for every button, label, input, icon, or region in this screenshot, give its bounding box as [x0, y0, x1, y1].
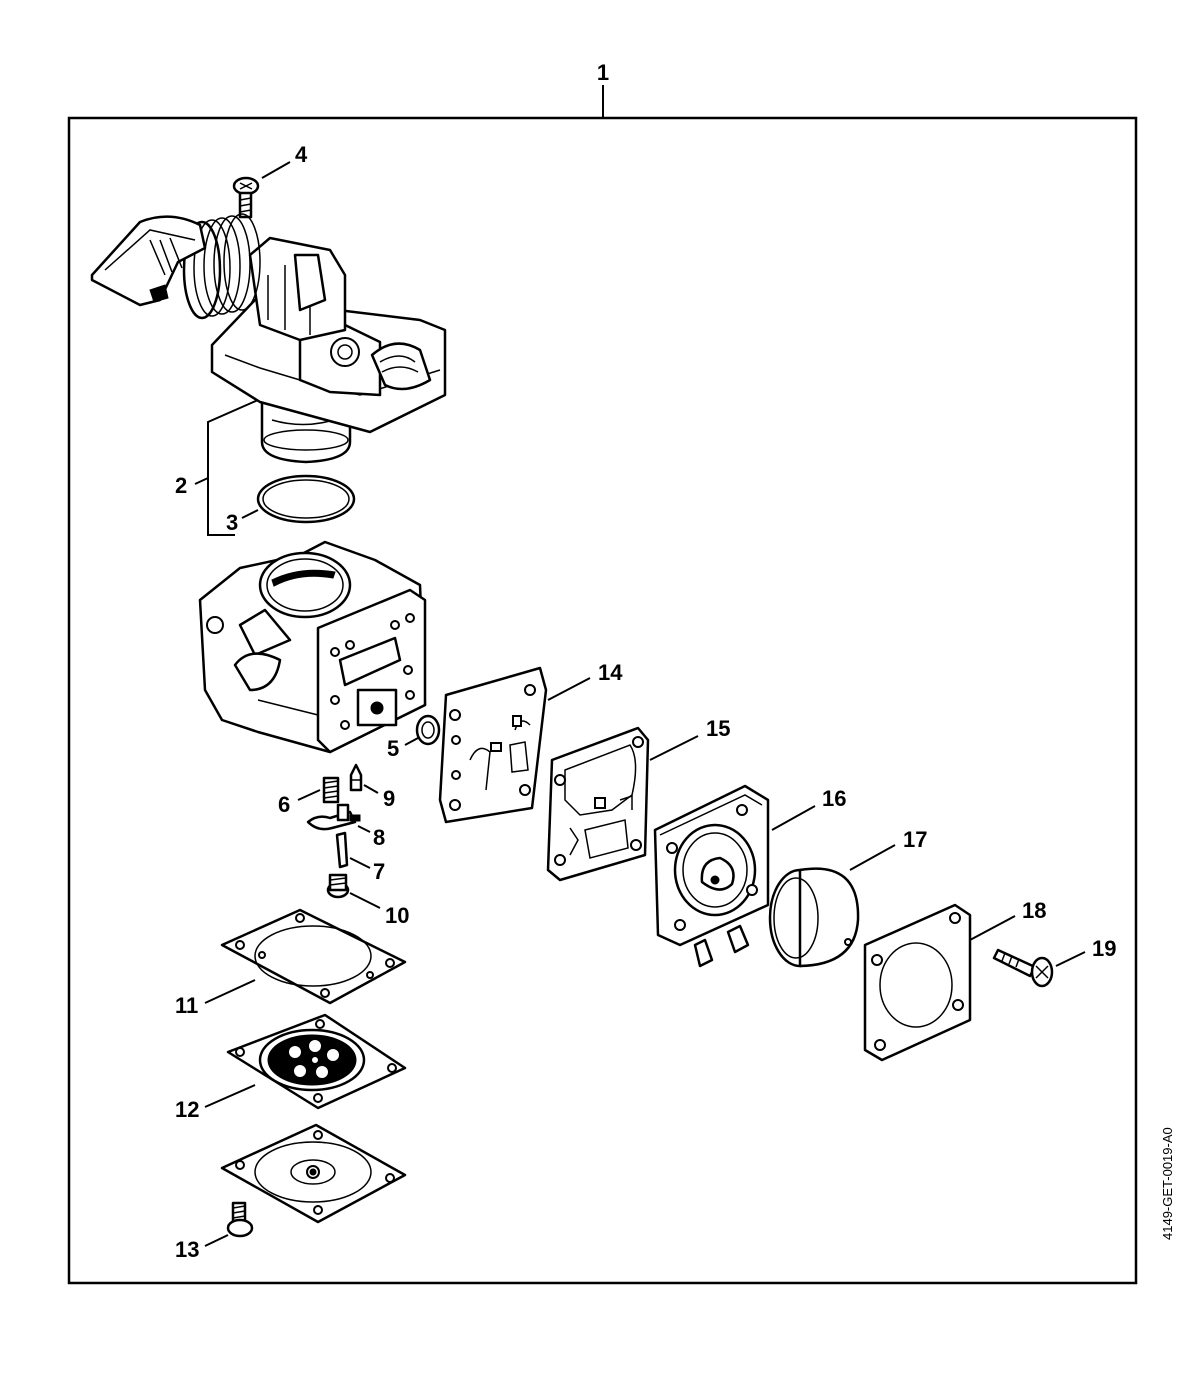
gasket-part-14	[438, 666, 548, 824]
seal-part-5	[415, 714, 441, 746]
callout-8: 8	[373, 825, 385, 850]
primer-bulb-part-17	[768, 867, 860, 968]
callout-18: 18	[1022, 898, 1046, 923]
callout-4: 4	[295, 142, 308, 167]
callout-7: 7	[373, 859, 385, 884]
callout-15: 15	[706, 716, 730, 741]
callout-12: 12	[175, 1097, 199, 1122]
gasket-part-11	[220, 908, 407, 1005]
screw-part-10	[326, 873, 350, 899]
callout-1: 1	[597, 60, 609, 85]
pin-part-7	[335, 831, 349, 869]
pump-cover-part-16	[653, 784, 770, 968]
callout-17: 17	[903, 827, 927, 852]
o-ring-part-3	[256, 474, 356, 524]
lever-part-8	[306, 803, 361, 831]
callout-6: 6	[278, 792, 290, 817]
spring-part-6	[322, 776, 340, 804]
callout-9: 9	[383, 786, 395, 811]
retaining-plate-part-18	[863, 903, 972, 1062]
callout-11: 11	[175, 993, 198, 1018]
callout-5: 5	[387, 736, 399, 761]
throttle-housing-part-2	[90, 213, 447, 464]
screw-part-13	[226, 1201, 254, 1238]
diaphragm-part-12	[226, 1013, 407, 1110]
screw-part-19	[992, 948, 1054, 988]
callout-16: 16	[822, 786, 846, 811]
carburetor-body	[198, 540, 427, 754]
callout-3: 3	[226, 510, 238, 535]
diaphragm-cover-plate	[220, 1123, 407, 1224]
callout-2: 2	[175, 473, 187, 498]
screw-part-4	[232, 176, 260, 219]
callout-19: 19	[1092, 936, 1116, 961]
callout-13: 13	[175, 1237, 199, 1262]
gasket-part-15	[546, 726, 650, 882]
callout-14: 14	[598, 660, 623, 685]
callout-10: 10	[385, 903, 409, 928]
reference-code: 4149-GET-0019-A0	[1160, 1127, 1175, 1240]
inlet-needle-part-9	[349, 763, 363, 792]
